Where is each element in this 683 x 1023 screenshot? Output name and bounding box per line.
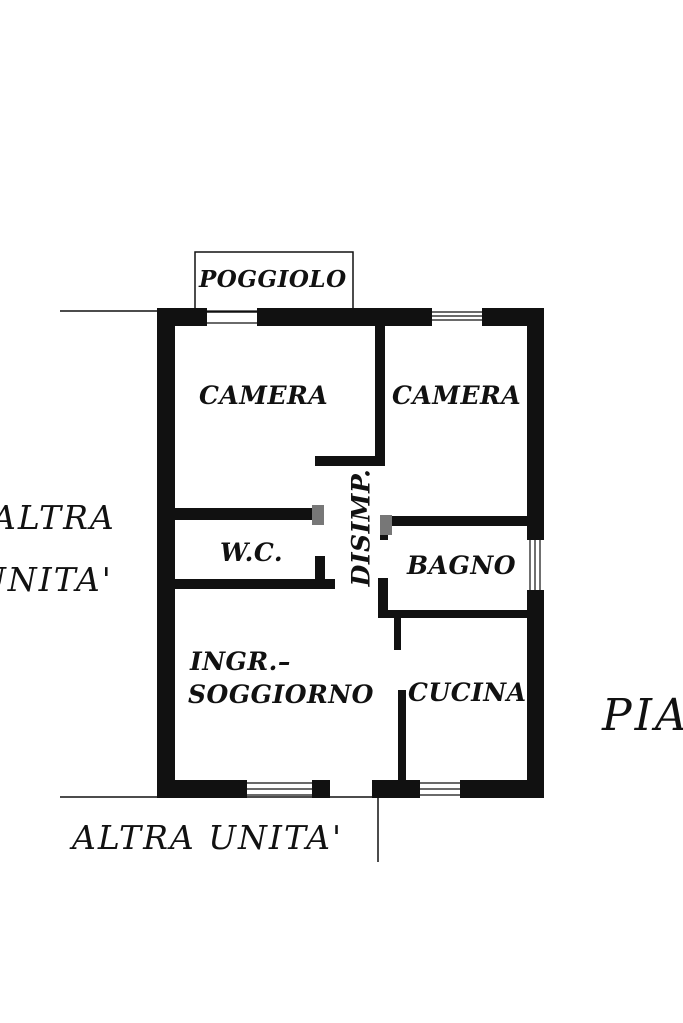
label-cucina: CUCINA <box>408 678 527 707</box>
label-altra-unita-bottom: ALTRA UNITA' <box>72 818 344 857</box>
door-marks <box>312 505 392 535</box>
label-camera-left: CAMERA <box>199 381 329 410</box>
label-camera-right: CAMERA <box>392 381 522 410</box>
label-wc: W.C. <box>220 538 284 567</box>
label-altra-unita-left-2: UNITA' <box>0 560 113 599</box>
label-page-fragment: PIA <box>602 690 683 741</box>
windows <box>207 310 541 796</box>
interior-walls <box>175 326 527 780</box>
label-disimp: DISIMP. <box>346 468 376 587</box>
label-soggiorno: SOGGIORNO <box>188 680 374 709</box>
label-ingresso: INGR.– <box>190 647 291 676</box>
label-bagno: BAGNO <box>407 551 517 580</box>
label-poggiolo: POGGIOLO <box>199 266 347 293</box>
label-altra-unita-left-1: ALTRA <box>0 498 116 537</box>
exterior-walls <box>157 308 544 798</box>
